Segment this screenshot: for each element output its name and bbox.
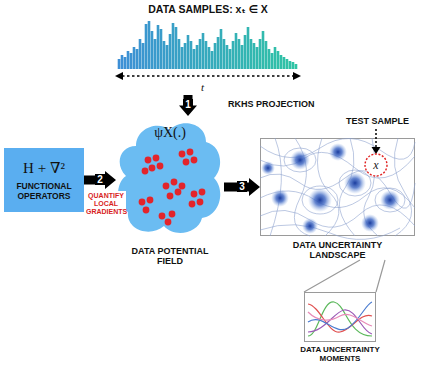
step-number: 2 bbox=[95, 174, 105, 185]
potential-field-cloud: ψX(.) DATA POTENTIAL FIELD bbox=[116, 116, 224, 266]
connector-lines bbox=[304, 260, 385, 292]
uncertainty-landscape: DATA UNCERTAINTY LANDSCAPE bbox=[260, 138, 415, 260]
operator-formula: H + ∇² bbox=[23, 159, 65, 177]
potential-function: ψX(.) bbox=[154, 125, 186, 141]
data-samples-chart: DATA SAMPLES: xₜ ∈ X bbox=[108, 3, 308, 95]
step-number: 1 bbox=[183, 99, 193, 110]
landscape-illustration bbox=[260, 138, 415, 236]
landscape-label: DATA UNCERTAINTY LANDSCAPE bbox=[288, 240, 388, 260]
process-arrow bbox=[84, 171, 116, 189]
step-number: 3 bbox=[237, 181, 247, 192]
operator-box: H + ∇² FUNCTIONAL OPERATORS bbox=[4, 148, 84, 212]
process-arrow bbox=[179, 95, 197, 116]
histogram-illustration bbox=[113, 19, 303, 81]
chart-title: DATA SAMPLES: xₜ ∈ X bbox=[108, 3, 308, 16]
uncertainty-moments: DATA UNCERTAINTY MOMENTS bbox=[290, 292, 390, 363]
sample-symbol: x bbox=[370, 158, 382, 172]
operator-label: FUNCTIONAL OPERATORS bbox=[8, 181, 80, 201]
field-label: DATA POTENTIAL FIELD bbox=[124, 246, 216, 266]
step-label: RKHS PROJECTION bbox=[228, 99, 315, 109]
moments-illustration bbox=[304, 292, 376, 342]
axis-label: t bbox=[201, 81, 204, 93]
connector-line bbox=[304, 260, 385, 292]
moments-label: DATA UNCERTAINTY MOMENTS bbox=[290, 345, 390, 363]
step-label: QUANTIFY LOCAL GRADIENTS bbox=[86, 191, 126, 217]
callout-label: TEST SAMPLE bbox=[346, 116, 409, 126]
process-arrow bbox=[224, 178, 260, 196]
